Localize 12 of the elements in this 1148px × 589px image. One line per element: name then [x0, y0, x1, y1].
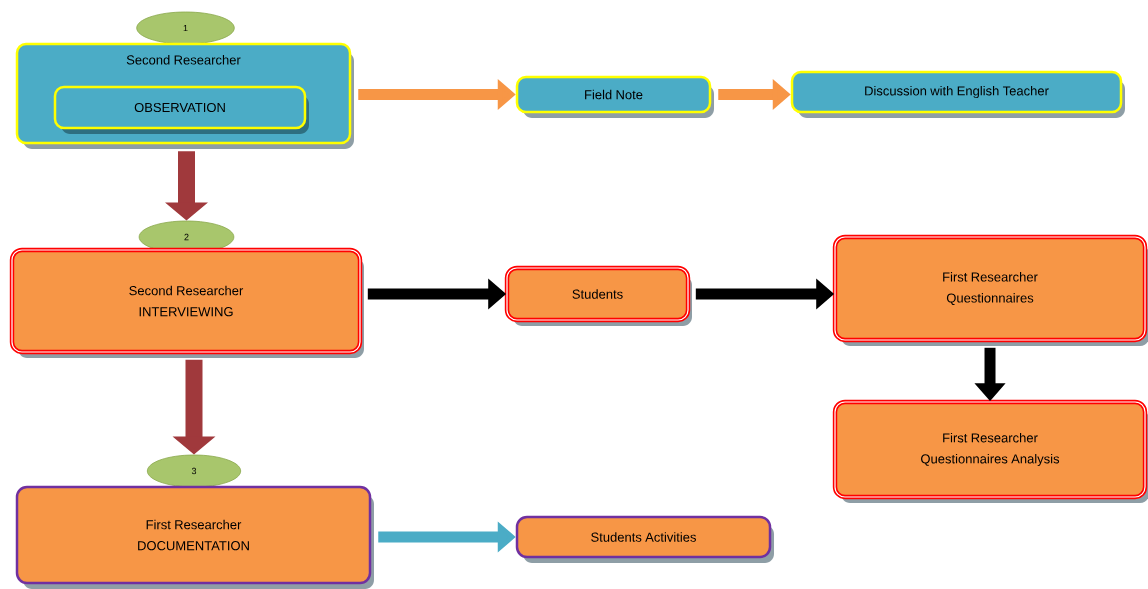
step-number-oval: 1 — [136, 11, 235, 45]
process-box: Field Note — [515, 75, 714, 118]
process-box: First Researcher Questionnaires — [832, 234, 1148, 346]
process-box: First Researcher Questionnaires Analysis — [832, 399, 1148, 503]
process-box: First Researcher DOCUMENTATION — [15, 485, 374, 589]
step-number-oval: 2 — [138, 220, 235, 254]
process-box: Students Activities — [515, 515, 774, 563]
process-box: Second Researcher INTERVIEWING — [9, 247, 364, 358]
process-box: OBSERVATION — [53, 85, 309, 134]
process-box: Discussion with English Teacher — [790, 70, 1125, 118]
process-box: Students — [504, 265, 692, 326]
step-number-oval: 3 — [146, 454, 242, 488]
